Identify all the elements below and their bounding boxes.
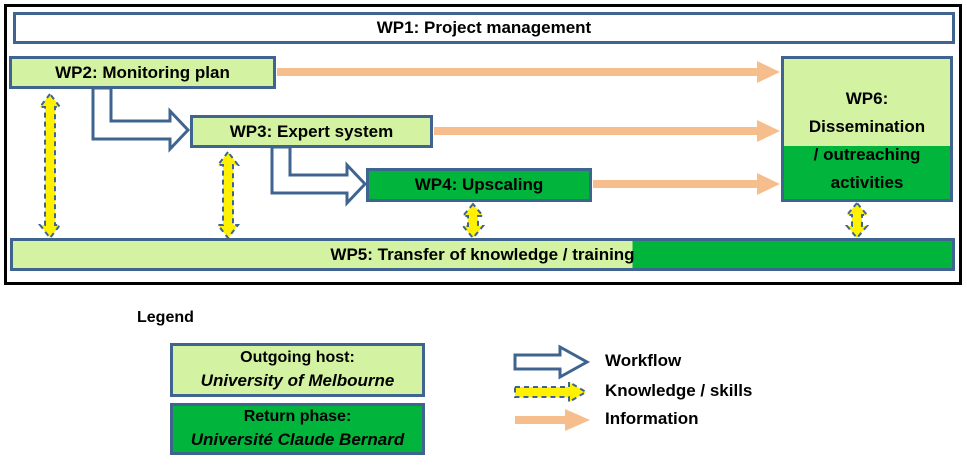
legend-knowledge-label: Knowledge / skills [605,381,753,400]
legend-workflow-label: Workflow [605,351,682,370]
wp2-label: WP2: Monitoring plan [55,62,230,82]
wp6-line-1: WP6: [845,89,889,108]
wp6-line-2: Dissemination [808,117,926,136]
wp5-box: WP5: Transfer of knowledge / training [10,238,955,271]
legend-information-label: Information [605,409,699,428]
wp4-box: WP4: Upscaling [366,168,592,202]
legend-knowledge-arrow-icon [514,380,588,404]
legend-title: Legend [137,309,194,326]
legend-information-arrow-icon [515,409,590,431]
wp3-label: WP3: Expert system [229,121,394,141]
wp6-label: WP6: Dissemination / outreaching activit… [784,59,950,197]
wp4-label: WP4: Upscaling [414,175,544,194]
wp6-line-3: / outreaching [813,145,921,164]
legend-outgoing-host-title: Outgoing host: [240,349,355,366]
legend-return-phase-institution: Université Claude Bernard [190,430,405,449]
legend-return-phase-box: Return phase: Université Claude Bernard [170,403,425,455]
wp1-box: WP1: Project management [13,12,955,44]
wp6-box: WP6: Dissemination / outreaching activit… [781,56,953,202]
wp5-label: WP5: Transfer of knowledge / training [330,244,635,264]
legend-outgoing-host-institution: University of Melbourne [200,371,395,390]
legend-return-phase-title: Return phase: [243,408,352,425]
wp1-label: WP1: Project management [376,18,592,37]
wp6-line-4: activities [830,173,904,192]
wp3-box: WP3: Expert system [190,115,433,148]
legend-outgoing-host-box: Outgoing host: University of Melbourne [170,343,425,397]
wp2-box: WP2: Monitoring plan [9,56,276,89]
legend-workflow-arrow-icon [513,344,591,380]
